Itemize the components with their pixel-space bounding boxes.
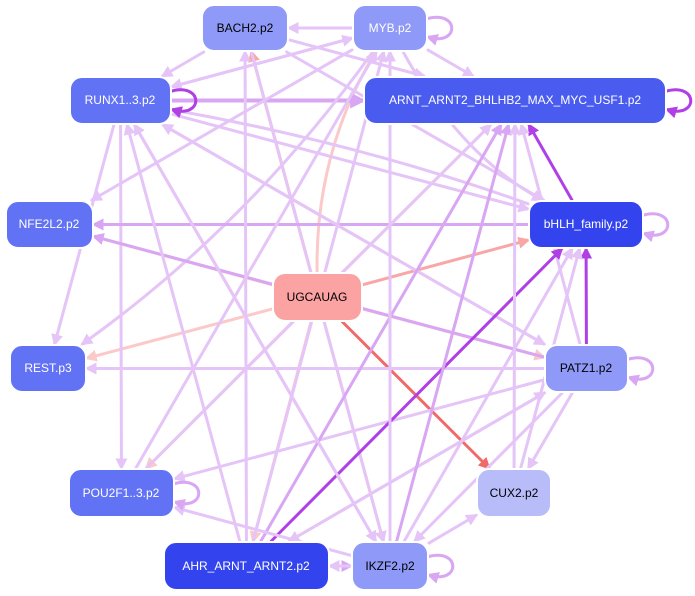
node-bhlh[interactable]: bHLH_family.p2 xyxy=(528,200,644,249)
edge-patz1-to-pou2f1 xyxy=(172,378,546,482)
node-label-cux2: CUX2.p2 xyxy=(490,486,539,500)
edge-ikzf2-to-bhlh xyxy=(402,246,574,543)
edge-pou2f1-to-myb xyxy=(134,49,378,470)
edge-ahr-to-bach2 xyxy=(239,49,252,543)
node-label-myb: MYB.p2 xyxy=(369,21,412,35)
edge-myb-to-nfe2l2 xyxy=(89,48,354,202)
edge-ahr-to-arnt xyxy=(259,122,503,543)
edge-ikzf2-to-runx1 xyxy=(133,122,378,543)
node-nfe2l2[interactable]: NFE2L2.p2 xyxy=(5,200,94,249)
edge-myb-to-arnt xyxy=(426,48,475,78)
self-loop-myb xyxy=(425,15,454,46)
node-rest[interactable]: REST.p3 xyxy=(9,344,87,393)
node-ikzf2[interactable]: IKZF2.p2 xyxy=(351,541,429,591)
self-loop-arnt xyxy=(664,88,693,119)
edge-ikzf2-to-cux2 xyxy=(427,513,479,545)
node-label-patz1: PATZ1.p2 xyxy=(560,361,613,375)
node-bach2[interactable]: BACH2.p2 xyxy=(201,4,289,52)
edge-bhlh-to-arnt xyxy=(527,122,574,202)
edge-bhlh-to-runx1 xyxy=(169,105,530,206)
node-label-ugcauag: UGCAUAG xyxy=(287,290,348,304)
self-loop-patz1 xyxy=(626,356,655,387)
edge-patz1-to-cux2 xyxy=(527,391,574,471)
node-ugcauag[interactable]: UGCAUAG xyxy=(272,272,363,322)
edge-ahr-to-runx1 xyxy=(123,122,242,543)
edge-ugcauag-to-bhlh xyxy=(361,236,531,287)
self-loop-bhlh xyxy=(641,212,670,243)
node-runx1[interactable]: RUNX1..3.p2 xyxy=(69,76,172,125)
self-loop-ikzf2 xyxy=(426,553,455,584)
edge-runx1-to-pou2f1 xyxy=(115,123,128,471)
edge-myb-to-rest xyxy=(80,50,375,346)
edge-patz1-to-ikzf2 xyxy=(413,391,564,543)
self-loop-runx1 xyxy=(169,88,198,119)
edge-cux2-to-arnt xyxy=(508,122,521,470)
node-ahr[interactable]: AHR_ARNT_ARNT2.p2 xyxy=(163,541,330,591)
edge-ikzf2-to-arnt xyxy=(395,122,512,543)
node-label-pou2f1: POU2F1..3.p2 xyxy=(83,486,160,500)
node-label-ahr: AHR_ARNT_ARNT2.p2 xyxy=(182,559,310,573)
node-label-runx1: RUNX1..3.p2 xyxy=(85,93,156,107)
node-pou2f1[interactable]: POU2F1..3.p2 xyxy=(68,468,175,518)
node-label-rest: REST.p3 xyxy=(24,361,72,375)
edge-bach2-to-bhlh xyxy=(285,50,546,202)
self-loop-pou2f1 xyxy=(172,480,201,511)
node-label-nfe2l2: NFE2L2.p2 xyxy=(19,217,80,231)
node-label-bhlh: bHLH_family.p2 xyxy=(544,217,629,231)
edge-patz1-to-runx1 xyxy=(161,123,546,346)
edge-runx1-to-bhlh xyxy=(170,112,531,213)
node-layer: BACH2.p2 MYB.p2 RUNX1..3.p2 ARNT_ARNT2_B… xyxy=(5,4,667,591)
edge-bach2-to-runx1 xyxy=(160,50,206,78)
edge-layer xyxy=(51,15,693,584)
node-label-arnt: ARNT_ARNT2_BHLHB2_MAX_MYC_USF1.p2 xyxy=(389,93,641,107)
node-patz1[interactable]: PATZ1.p2 xyxy=(544,344,629,393)
node-arnt[interactable]: ARNT_ARNT2_BHLHB2_MAX_MYC_USF1.p2 xyxy=(363,76,667,125)
edge-myb-to-runx1 xyxy=(169,36,354,90)
edge-ugcauag-to-rest xyxy=(84,307,274,362)
node-cux2[interactable]: CUX2.p2 xyxy=(476,468,552,518)
edge-bach2-to-arnt xyxy=(287,38,427,80)
node-label-bach2: BACH2.p2 xyxy=(217,21,274,35)
node-label-ikzf2: IKZF2.p2 xyxy=(365,559,415,573)
node-myb[interactable]: MYB.p2 xyxy=(352,4,428,52)
